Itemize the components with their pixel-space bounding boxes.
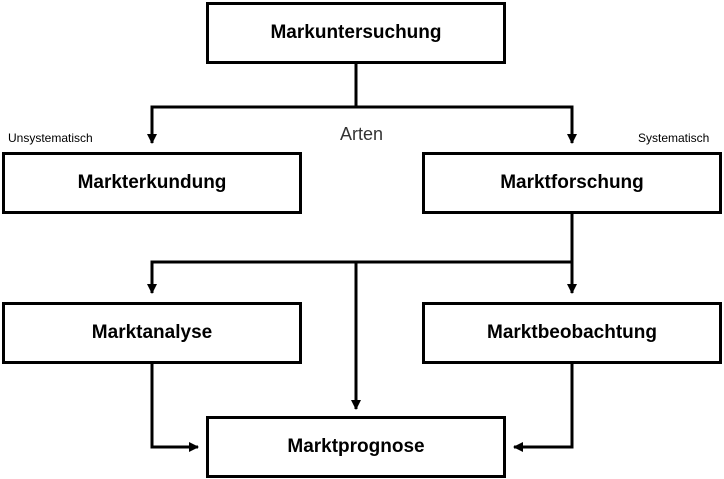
node-marktprognose-label: Marktprognose [287, 436, 425, 457]
node-marktforschung-label: Marktforschung [500, 172, 644, 193]
connector-top-to-right [356, 105, 577, 144]
node-markterkundung: Markterkundung [2, 152, 302, 214]
connector-to-analysis [147, 260, 572, 294]
node-marktbeobachtung-label: Marktbeobachtung [487, 322, 657, 343]
node-marktforschung: Marktforschung [422, 152, 722, 214]
label-arten: Arten [340, 124, 384, 144]
node-marktbeobachtung: Marktbeobachtung [422, 302, 722, 364]
node-markterkundung-label: Markterkundung [77, 172, 227, 193]
label-systematisch: Systematisch [638, 131, 710, 145]
connector-analysis-to-forecast [150, 362, 199, 452]
connector-observation-to-forecast [513, 362, 574, 452]
node-marktprognose: Marktprognose [206, 416, 506, 478]
node-marktanalyse-label: Marktanalyse [91, 322, 213, 343]
node-marktanalyse: Marktanalyse [2, 302, 302, 364]
node-markuntersuchung: Markuntersuchung [206, 2, 506, 64]
connector-top-to-left [147, 105, 356, 144]
label-unsystematisch: Unsystematisch [8, 131, 93, 145]
node-markuntersuchung-label: Markuntersuchung [270, 22, 442, 43]
